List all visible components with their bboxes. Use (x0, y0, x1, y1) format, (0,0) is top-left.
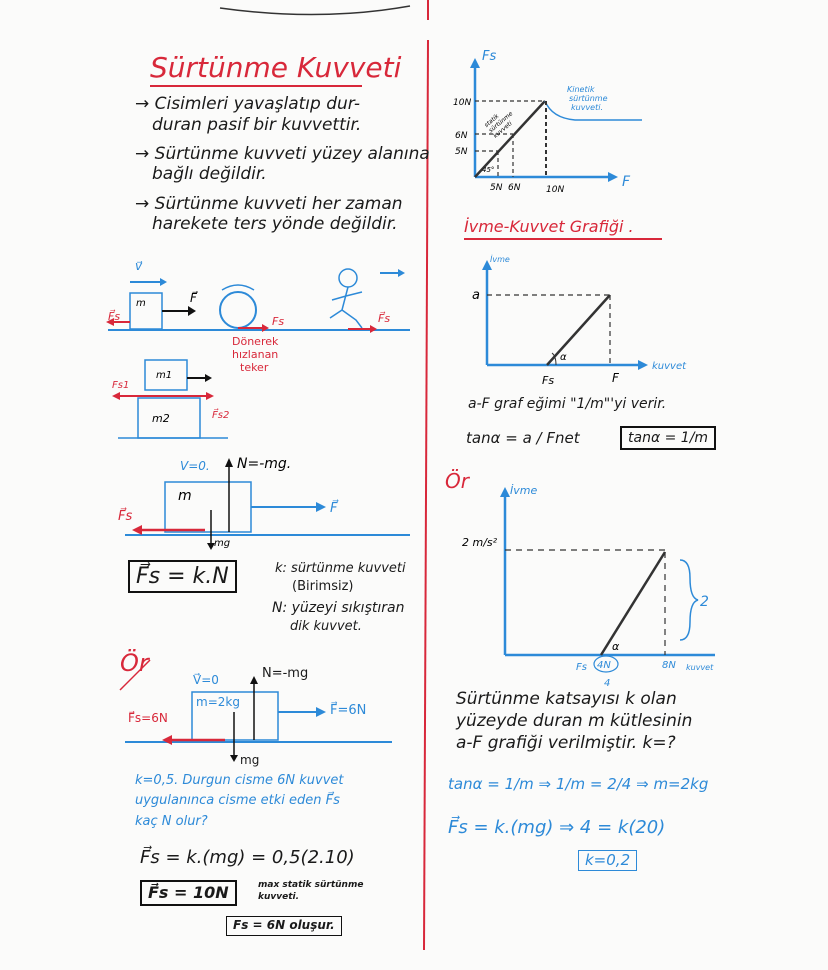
chart2-a-label: a (472, 288, 480, 303)
chart1-xtick-10n: 10N (546, 185, 564, 195)
example-question-3: kaç N olur? (135, 814, 208, 829)
tan-equation: tanα = a / Fnet (466, 429, 580, 447)
diagram-block-wheel-runner: v⃗ m F⃗ F⃗s Fs F⃗s (106, 259, 410, 333)
bullet-2a: → Sürtünme kuvveti yüzey alanına (135, 144, 430, 164)
example-answer-note-2: kuvveti. (258, 892, 300, 902)
chart3-y-label: İvme (510, 484, 537, 497)
fs2-label: F⃗s2 (212, 408, 229, 421)
bullet-1a: → Cisimleri yavaşlatıp dur- (135, 94, 360, 114)
m1-label: m1 (156, 370, 172, 381)
example-answer-note-1: max statik sürtünme (258, 880, 364, 890)
normal-label: N=-mg. (237, 456, 291, 472)
kinetic-label-3: kuvveti. (571, 103, 603, 112)
example-f: F⃗=6N (330, 703, 367, 718)
k-note: k: sürtünme kuvveti (275, 561, 406, 576)
chart3-rise: 2 (700, 594, 709, 610)
friction-label-1: F⃗s (108, 309, 120, 323)
chart3-xtick-4n: 4N (597, 660, 611, 671)
solution-box: k=0,2 (578, 850, 638, 872)
chart-friction-vs-force: Fs F 10N 6N 5N 5N 6N 10N 45° statiksürtü… (453, 49, 642, 195)
bullet-3a: → Sürtünme kuvveti her zaman (135, 194, 403, 214)
top-curve (219, 5, 411, 16)
chart3-xtick-4: 4 (604, 678, 610, 689)
bullet-3b: harekete ters yönde değildir. (152, 214, 398, 234)
wheel-note-3: teker (240, 361, 269, 374)
problem-line-3: a-F grafiği verilmiştir. k=? (456, 733, 676, 753)
example-question-2: uygulanınca cisme etki eden F⃗s (135, 793, 340, 808)
n-note: N: yüzeyi sıkıştıran (272, 600, 405, 616)
chart1-xtick-6n: 6N (508, 183, 521, 193)
mass-label-3: m (178, 488, 192, 504)
chart3-fs: Fs (576, 662, 587, 673)
f-label-3: F⃗ (330, 500, 339, 516)
friction-label-2: Fs (272, 315, 284, 328)
example-answer-box: F⃗s = 10N (140, 880, 237, 907)
chart2-y-label: İvme (490, 254, 510, 264)
margin-line (423, 39, 429, 951)
example-fs: F⃗s=6N (128, 711, 168, 725)
chart1-x-label: F (622, 174, 631, 190)
chart1-ytick-6n: 6N (455, 131, 468, 141)
example-normal: N=-mg (262, 666, 309, 681)
fs1-label: Fs1 (112, 380, 129, 391)
chart-example-acceleration: İvme 2 m/s² 2 α Fs 4N 4 8N kuvvet (462, 484, 715, 689)
chart1-ytick-10n: 10N (453, 98, 471, 108)
solution-line-2: F⃗s = k.(mg) ⇒ 4 = k(20) (448, 817, 666, 838)
v0-label: V=0. (180, 459, 210, 473)
chart2-x-label: kuvvet (652, 361, 687, 372)
kinetic-label-2: sürtünme (569, 94, 608, 103)
k-note-unit: (Birimsiz) (292, 579, 354, 594)
diagram-normal-force: V=0. N=-mg. m F⃗s F⃗ mg (118, 456, 410, 550)
mass-label: m (136, 298, 146, 309)
problem-line-1: Sürtünme katsayısı k olan (456, 689, 677, 709)
force-label: F⃗ (190, 291, 198, 305)
velocity-label: v⃗ (135, 259, 143, 273)
chart1-ytick-5n: 5N (455, 147, 468, 157)
chart3-y-tick: 2 m/s² (462, 536, 498, 549)
m2-label: m2 (152, 412, 170, 425)
chart1-angle: 45° (482, 166, 494, 174)
wheel-note-1: Dönerek (232, 335, 279, 348)
example-label: Ör (120, 649, 149, 677)
slope-note: a-F graf eğimi "1/m"'yi verir. (468, 396, 667, 412)
diagram-example (119, 659, 392, 762)
chart1-xtick-5n: 5N (490, 183, 503, 193)
friction-formula-box: F⃗s = k.N (128, 560, 237, 594)
example-result: Fs = 6N oluşur. (226, 916, 342, 936)
example-v0: V⃗=0 (193, 673, 219, 687)
example-solution: F⃗s = k.(mg) = 0,5(2.10) (140, 847, 355, 868)
example-question-1: k=0,5. Durgun cisme 6N kuvvet (135, 773, 344, 788)
chart2-alpha: α (560, 352, 567, 363)
chart1-y-label: Fs (482, 49, 496, 64)
example-label-right: Ör (445, 469, 469, 493)
page-title: Sürtünme Kuvveti (150, 51, 402, 84)
wheel-note-2: hızlanan (232, 348, 279, 361)
friction-label-3: F⃗s (378, 311, 390, 325)
section-title-acceleration-force: İvme-Kuvvet Grafiği . (464, 217, 634, 236)
solution-line-1: tanα = 1/m ⇒ 1/m = 2/4 ⇒ m=2kg (448, 775, 709, 793)
fs-label-3: F⃗s (118, 508, 132, 524)
example-mg: mg (240, 753, 260, 767)
chart2-fs-label: Fs (542, 374, 554, 387)
chart3-xtick-8n: 8N (662, 660, 676, 671)
chart3-x-label: kuvvet (686, 663, 714, 672)
problem-line-2: yüzeyde duran m kütlesinin (456, 711, 693, 731)
tan-box: tanα = 1/m (620, 426, 717, 451)
bullet-2b: bağlı değildir. (152, 164, 267, 184)
mg-label-3: mg (214, 538, 230, 549)
chart2-f-label: F (612, 371, 620, 385)
chart-acceleration-vs-force: İvme kuvvet a Fs F α (472, 254, 687, 387)
chart3-alpha: α (612, 640, 620, 653)
bullet-1b: duran pasif bir kuvvettir. (152, 115, 362, 135)
kinetic-label-1: Kinetik (567, 85, 595, 94)
example-mass: m=2kg (196, 695, 240, 709)
n-note-2: dik kuvvet. (290, 619, 362, 634)
diagram-stacked-blocks: m1 m2 Fs1 F⃗s2 (112, 359, 229, 439)
